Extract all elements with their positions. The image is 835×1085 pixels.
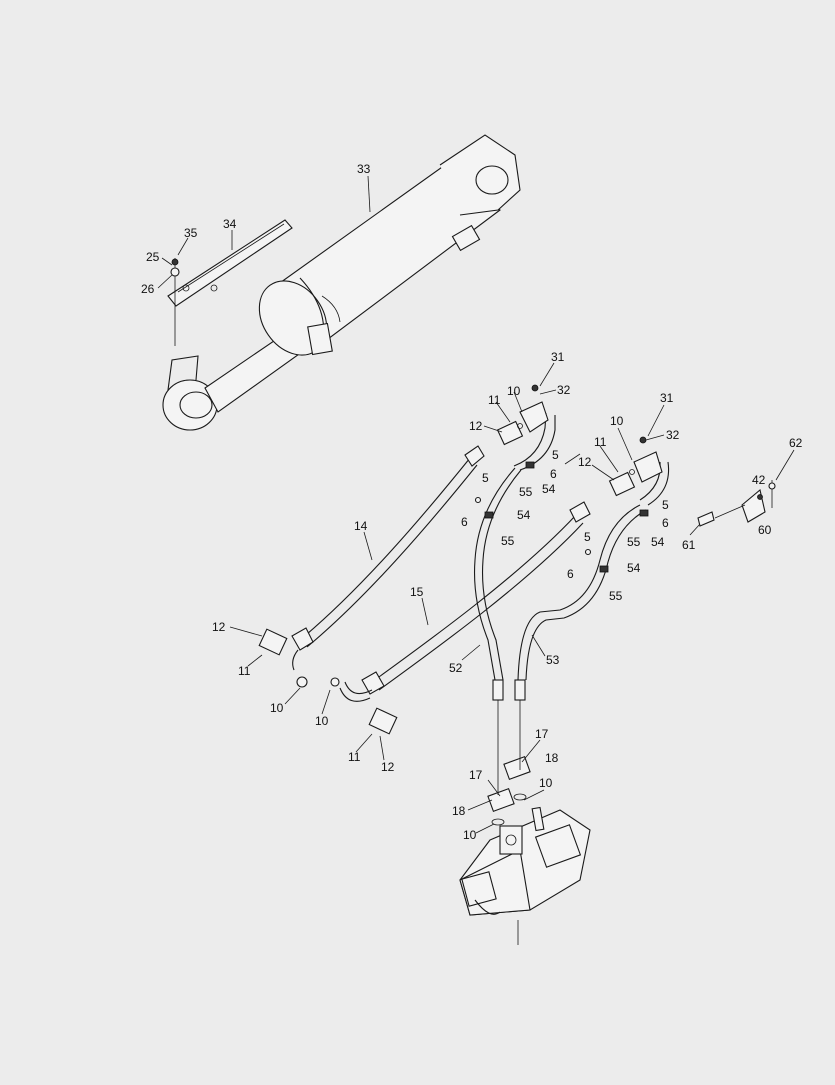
callout-55-b: 55: [501, 534, 515, 548]
callout-12-d: 12: [381, 760, 395, 774]
callout-25: 25: [146, 250, 160, 264]
callout-61: 61: [682, 538, 696, 552]
callout-10-c: 10: [270, 701, 284, 715]
callout-12-b: 12: [578, 455, 592, 469]
callout-54-b: 54: [517, 508, 531, 522]
callout-14: 14: [354, 519, 368, 533]
callout-10-d: 10: [315, 714, 329, 728]
callout-62: 62: [789, 436, 803, 450]
lower-flange-right: [330, 677, 398, 735]
callout-12-a: 12: [469, 419, 483, 433]
callout-5-c: 5: [662, 498, 669, 512]
callout-5-b: 5: [482, 471, 489, 485]
guard-plate: [167, 219, 293, 346]
leader-lines: [157, 175, 795, 834]
callout-5-d: 5: [584, 530, 591, 544]
callout-labels: 33 34 35 25 26 31 32 10 11 12 5 6 55 54 …: [141, 162, 803, 842]
callout-6-d: 6: [567, 567, 574, 581]
callout-11-a: 11: [488, 393, 501, 407]
callout-52: 52: [449, 661, 463, 675]
callout-18-b: 18: [452, 804, 466, 818]
callout-53: 53: [546, 653, 560, 667]
callout-26: 26: [141, 282, 155, 296]
callout-54-c: 54: [651, 535, 665, 549]
lower-flange-left: [258, 628, 308, 688]
callout-54-a: 54: [542, 482, 556, 496]
hydraulic-cylinder: [162, 134, 521, 431]
callout-18-a: 18: [545, 751, 559, 765]
callout-11-d: 11: [348, 750, 361, 764]
callout-34: 34: [223, 217, 237, 231]
callout-32-b: 32: [666, 428, 680, 442]
tube-52: [474, 412, 556, 701]
upper-flange-set-left: [474, 384, 549, 519]
callout-12-c: 12: [212, 620, 226, 634]
tube-15: [339, 501, 591, 702]
upper-flange-set-right: [584, 436, 663, 573]
callout-11-b: 11: [594, 435, 607, 449]
callout-10-a: 10: [507, 384, 521, 398]
callout-33: 33: [357, 162, 371, 176]
callout-60: 60: [758, 523, 772, 537]
callout-17-a: 17: [535, 727, 549, 741]
callout-6-a: 6: [550, 467, 557, 481]
callout-32-a: 32: [557, 383, 571, 397]
callout-17-b: 17: [469, 768, 483, 782]
callout-55-c: 55: [627, 535, 641, 549]
bracket: [697, 480, 776, 527]
callout-10-e: 10: [539, 776, 553, 790]
callout-10-b: 10: [610, 414, 624, 428]
callout-6-c: 6: [662, 516, 669, 530]
callout-31-b: 31: [660, 391, 674, 405]
callout-54-d: 54: [627, 561, 641, 575]
callout-42: 42: [752, 473, 766, 487]
callout-10-f: 10: [463, 828, 477, 842]
callout-5-a: 5: [552, 448, 559, 462]
tube-53: [514, 461, 670, 701]
callout-55-a: 55: [519, 485, 533, 499]
callout-55-d: 55: [609, 589, 623, 603]
callout-15: 15: [410, 585, 424, 599]
callout-31-a: 31: [551, 350, 565, 364]
callout-35: 35: [184, 226, 198, 240]
callout-11-c: 11: [238, 664, 251, 678]
callout-6-b: 6: [461, 515, 468, 529]
tube-14: [291, 445, 485, 671]
control-valve: [459, 700, 591, 945]
